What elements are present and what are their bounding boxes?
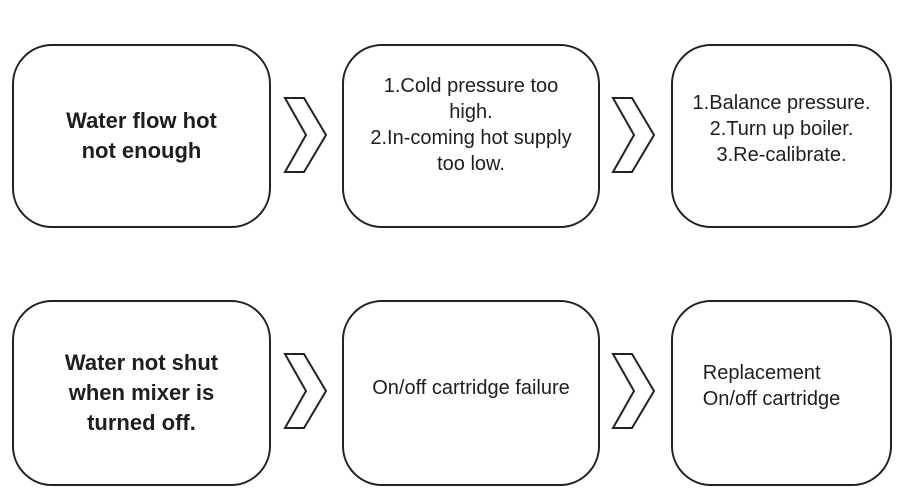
chevron-right-icon [283,353,328,429]
chevron-right-icon [611,353,656,429]
cause-box-1: 1.Cold pressure too high. 2.In-coming ho… [342,44,600,228]
solution-text-2: Replacement On/off cartridge [702,362,841,410]
chevron-right-icon [611,97,656,173]
problem-text-2: Water not shut when mixer is turned off. [64,350,219,435]
solution-box-1: 1.Balance pressure. 2.Turn up boiler. 3.… [671,44,892,228]
solution-text-1: 1.Balance pressure. 2.Turn up boiler. 3.… [692,92,871,166]
solution-box-2: Replacement On/off cartridge [671,300,892,486]
cause-text-2: On/off cartridge failure [372,377,570,399]
problem-box-1: Water flow hot not enough [12,44,271,228]
problem-box-2: Water not shut when mixer is turned off. [12,300,271,486]
cause-text-1: 1.Cold pressure too high. 2.In-coming ho… [370,75,572,175]
problem-text-1: Water flow hot not enough [66,108,217,163]
cause-box-2: On/off cartridge failure [342,300,600,486]
chevron-right-icon [283,97,328,173]
